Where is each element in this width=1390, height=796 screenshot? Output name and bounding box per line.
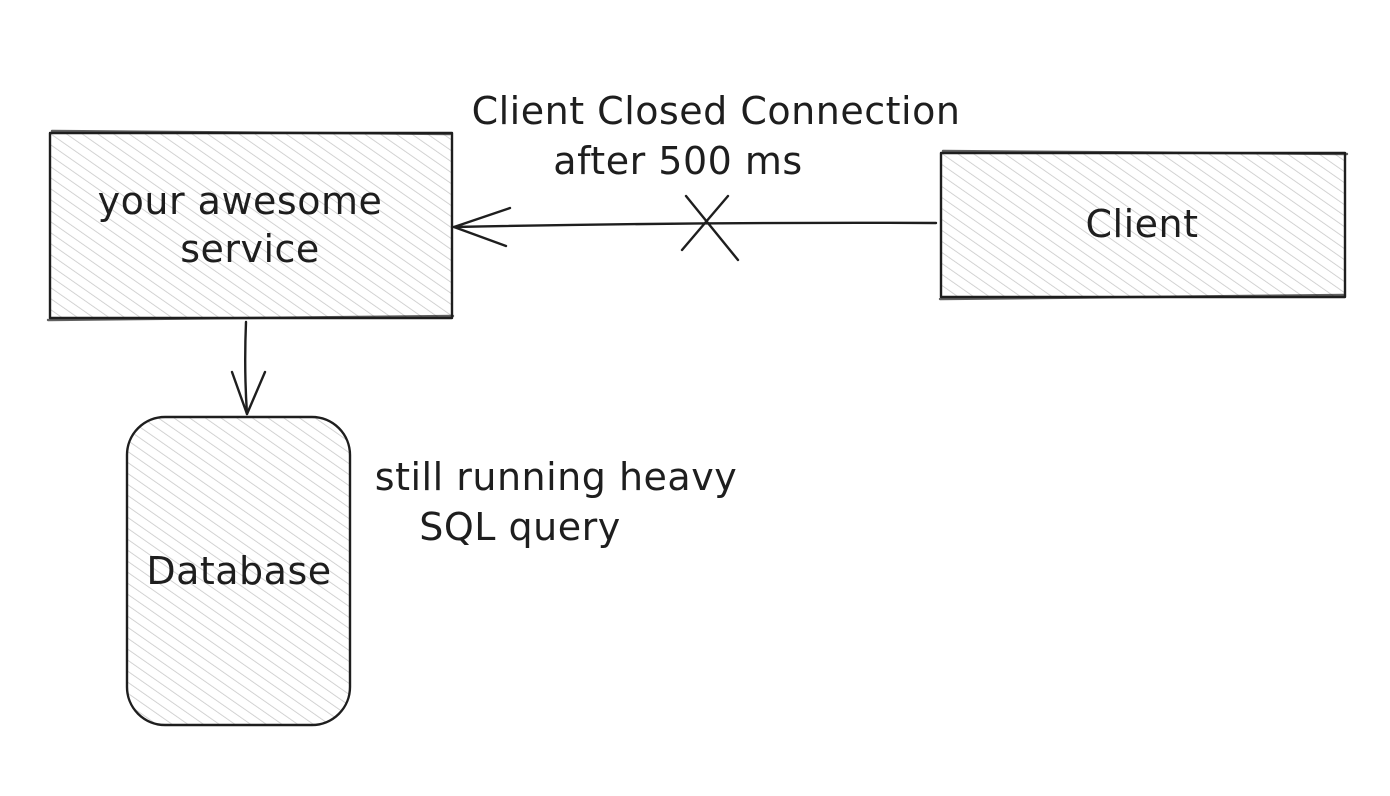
arrow-line: [452, 221, 938, 229]
service-node[interactable]: your awesome service: [46, 129, 455, 322]
client-to-service-arrow[interactable]: [452, 194, 938, 262]
arrow-line-down: [244, 320, 249, 416]
service-label-line2: service: [180, 227, 320, 271]
service-box: [48, 131, 454, 320]
arrowhead-down-icon: [230, 370, 267, 416]
note-line1: still running heavy: [375, 455, 737, 499]
service-to-database-arrow[interactable]: [230, 320, 267, 416]
client-label: Client: [1085, 202, 1198, 246]
cross-icon: [680, 194, 740, 262]
service-label-line1: your awesome: [98, 179, 383, 223]
client-box-sketch: [938, 149, 1349, 301]
edge-label-line1: Client Closed Connection: [472, 89, 961, 133]
database-label: Database: [146, 549, 331, 593]
arrowhead-left-icon: [452, 206, 512, 248]
client-box: [939, 151, 1347, 299]
note-line2: SQL query: [419, 505, 620, 549]
edge-label-line2: after 500 ms: [553, 139, 802, 183]
client-node[interactable]: Client: [938, 149, 1349, 301]
database-node[interactable]: Database: [125, 415, 352, 727]
database-box: [125, 415, 352, 727]
service-box-sketch: [46, 129, 455, 322]
